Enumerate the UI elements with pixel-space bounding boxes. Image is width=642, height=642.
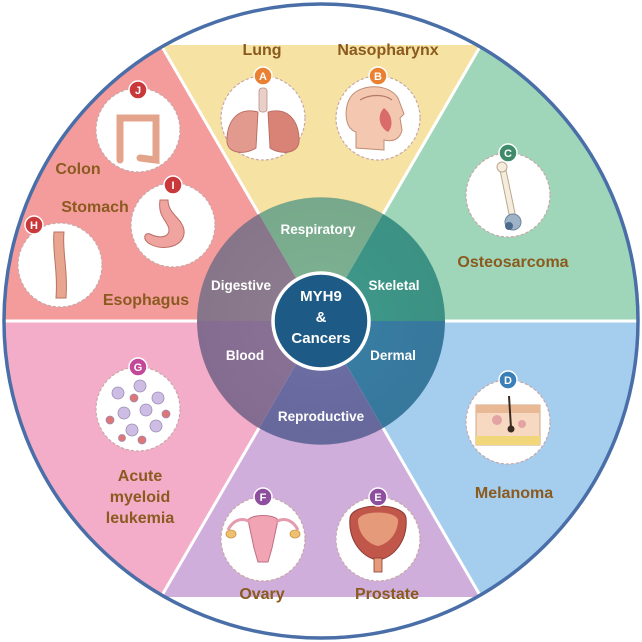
badge-j-circle <box>128 80 148 100</box>
label-osteosarcoma: Osteosarcoma <box>457 254 568 271</box>
badge-e-circle <box>368 487 388 507</box>
center-title-line3: Cancers <box>291 330 350 347</box>
label-aml-line1: Acute <box>118 468 163 485</box>
nasopharynx-icon <box>345 86 405 151</box>
colon-icon <box>116 114 160 164</box>
ovary-icon <box>225 515 301 563</box>
label-ovary: Ovary <box>239 586 284 603</box>
melanoma-icon <box>475 395 541 446</box>
label-esophagus: Esophagus <box>103 292 189 309</box>
center-hub <box>271 271 371 371</box>
label-colon: Colon <box>55 161 100 178</box>
badge-h: H <box>30 220 38 232</box>
system-label-skeletal: Skeletal <box>368 278 419 293</box>
badge-c-circle <box>498 143 518 163</box>
system-label-reproductive: Reproductive <box>278 409 365 424</box>
badge-d-circle <box>498 370 518 390</box>
label-stomach: Stomach <box>61 199 129 216</box>
esophagus-icon <box>53 231 67 299</box>
badge-b-circle <box>368 66 388 86</box>
system-label-blood: Blood <box>226 348 264 363</box>
label-prostate: Prostate <box>355 586 419 603</box>
badge-c: C <box>504 148 512 160</box>
label-aml-line2: myeloid <box>110 489 170 506</box>
system-label-digestive: Digestive <box>211 278 272 293</box>
aml-cells-icon <box>105 379 171 445</box>
badge-j: J <box>135 85 141 97</box>
label-aml-line3: leukemia <box>106 510 175 527</box>
badge-e: E <box>374 492 381 504</box>
badge-d: D <box>504 375 512 387</box>
badge-b: B <box>374 71 382 83</box>
badge-g: G <box>134 362 143 374</box>
badge-i-circle <box>163 175 183 195</box>
badge-f-circle <box>253 487 273 507</box>
lung-icon <box>226 87 300 153</box>
system-label-dermal: Dermal <box>370 348 416 363</box>
stomach-icon <box>144 199 185 248</box>
center-title-line2: & <box>316 309 327 326</box>
label-nasopharynx: Nasopharynx <box>337 42 438 59</box>
badge-a-circle <box>253 66 273 86</box>
center-title-line1: MYH9 <box>300 288 342 305</box>
badge-f: F <box>260 492 267 504</box>
osteosarcoma-icon <box>496 161 522 231</box>
letter-badges: A B C D E F G H I J <box>24 66 518 507</box>
label-lung: Lung <box>242 42 281 59</box>
badge-a: A <box>259 71 267 83</box>
badge-h-circle <box>24 215 44 235</box>
prostate-icon <box>349 505 407 573</box>
badge-i: I <box>171 180 174 192</box>
label-melanoma: Melanoma <box>475 485 553 502</box>
badge-g-circle <box>128 357 148 377</box>
system-label-respiratory: Respiratory <box>280 222 356 237</box>
